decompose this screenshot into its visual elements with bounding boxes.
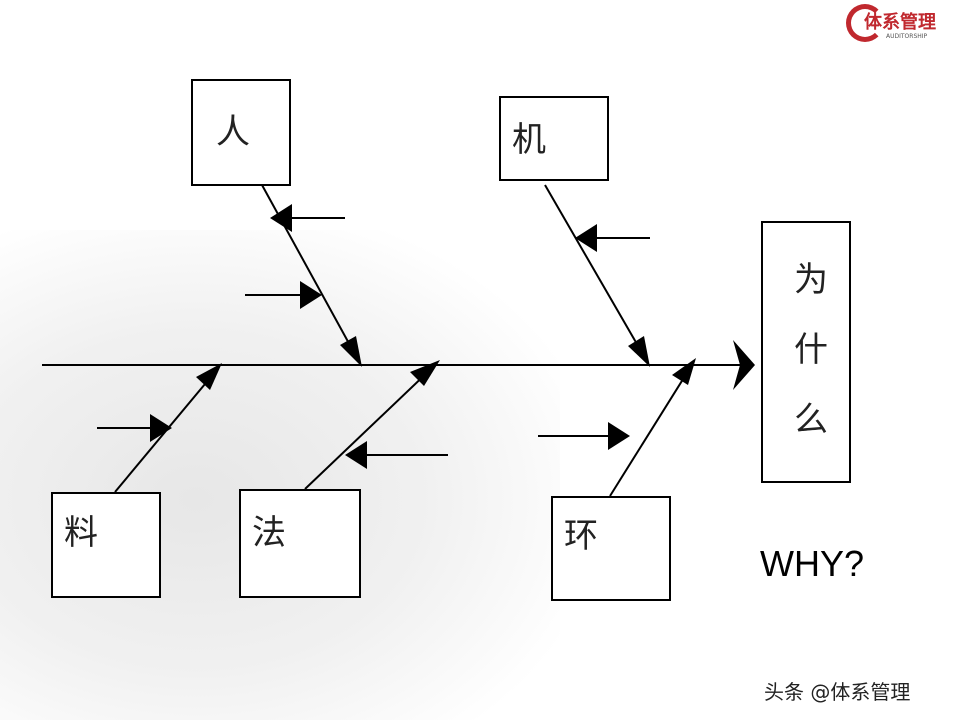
why-text: WHY? (760, 543, 865, 584)
label-machine: 机 (512, 120, 546, 160)
effect-char-3: 么 (794, 400, 828, 440)
label-people: 人 (216, 112, 250, 152)
bone-method (304, 367, 433, 490)
box-method (239, 489, 361, 598)
arrowhead (340, 336, 362, 367)
bone-people (261, 184, 358, 359)
box-environment (551, 496, 671, 601)
logo-title: 体系管理 (864, 12, 936, 33)
arrowhead (672, 358, 696, 385)
watermark: 头条 @体系管理 (764, 680, 911, 704)
arrowhead (608, 422, 630, 450)
arrowhead (345, 441, 367, 469)
bone-environment (609, 367, 691, 497)
arrowhead (410, 360, 440, 386)
arrowhead (300, 281, 322, 309)
box-material (51, 492, 161, 598)
logo: 体系管理 AUDITORSHIP (846, 4, 956, 46)
bone-machine (544, 184, 646, 359)
label-method: 法 (252, 513, 286, 553)
background-image (0, 230, 560, 720)
box-machine (499, 96, 609, 181)
label-material: 料 (64, 513, 98, 553)
spine-arrowhead (733, 340, 755, 390)
arrowhead (628, 336, 650, 367)
box-people (191, 79, 291, 186)
arrowhead (196, 363, 222, 390)
arrowhead (270, 204, 292, 232)
arrowhead (150, 414, 172, 442)
effect-char-1: 为 (794, 260, 828, 300)
box-effect (761, 221, 851, 483)
label-environment: 环 (564, 516, 598, 556)
logo-ring-icon (846, 4, 884, 42)
effect-char-2: 什 (794, 330, 828, 370)
arrowhead (575, 224, 597, 252)
logo-subtitle: AUDITORSHIP (886, 33, 928, 40)
